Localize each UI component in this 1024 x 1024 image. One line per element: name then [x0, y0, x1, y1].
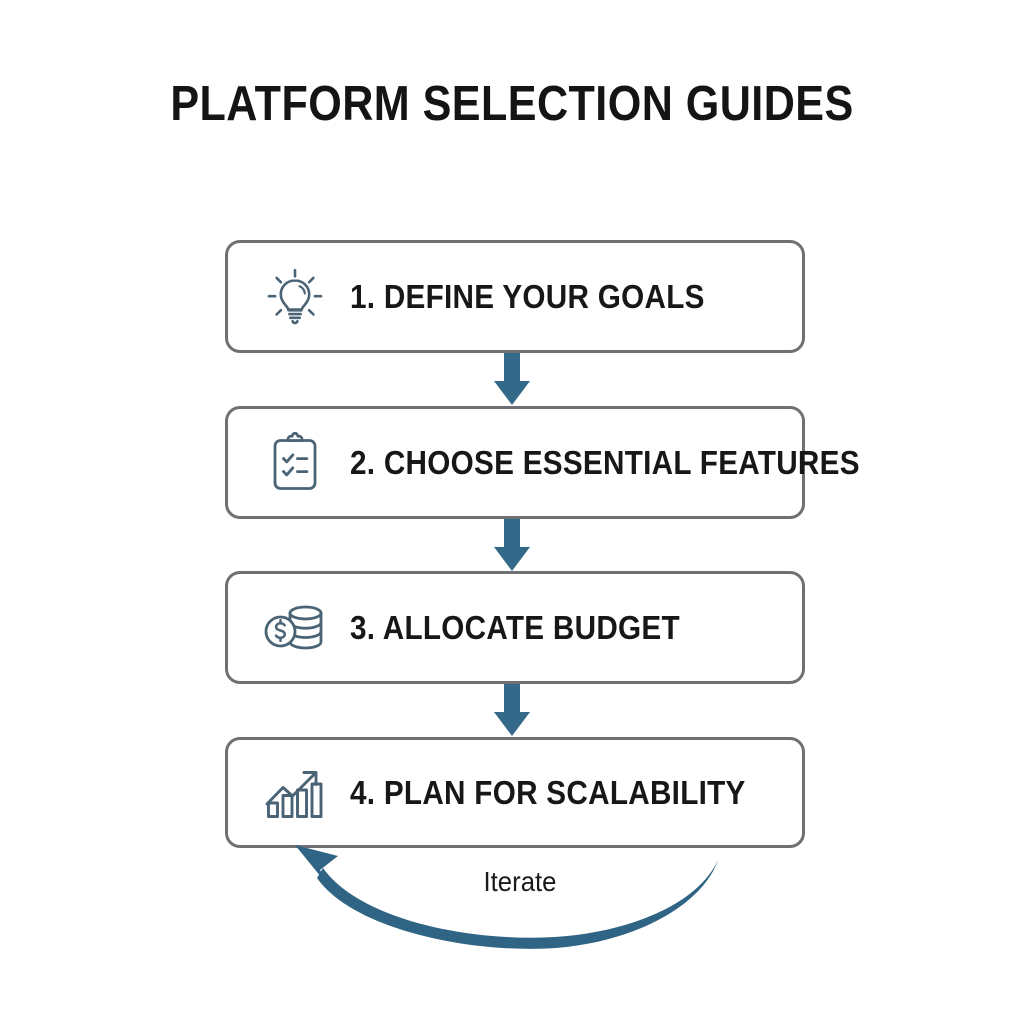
flow-step-1[interactable]: 1. DEFINE YOUR GOALS — [225, 240, 805, 353]
flow-step-4-label: 4. PLAN FOR SCALABILITY — [350, 773, 746, 811]
flow-step-1-label: 1. DEFINE YOUR GOALS — [350, 277, 705, 315]
down-arrow-1 — [488, 353, 536, 407]
page-title: PLATFORM SELECTION GUIDES — [170, 77, 854, 131]
iterate-loop-arrow — [290, 842, 740, 952]
coins-dollar-icon — [258, 591, 332, 665]
clipboard-checklist-icon — [258, 426, 332, 500]
flow-step-2[interactable]: 2. CHOOSE ESSENTIAL FEATURES — [225, 406, 860, 519]
flow-step-2-label: 2. CHOOSE ESSENTIAL FEATURES — [350, 443, 860, 481]
flow-step-3[interactable]: 3. ALLOCATE BUDGET — [225, 571, 805, 684]
flow-step-3-label: 3. ALLOCATE BUDGET — [350, 608, 680, 646]
down-arrow-3 — [488, 684, 536, 738]
lightbulb-icon — [258, 260, 332, 334]
growth-chart-icon — [258, 756, 332, 830]
down-arrow-2 — [488, 519, 536, 573]
iterate-label: Iterate — [483, 866, 557, 897]
flow-step-4[interactable]: 4. PLAN FOR SCALABILITY — [225, 737, 805, 848]
